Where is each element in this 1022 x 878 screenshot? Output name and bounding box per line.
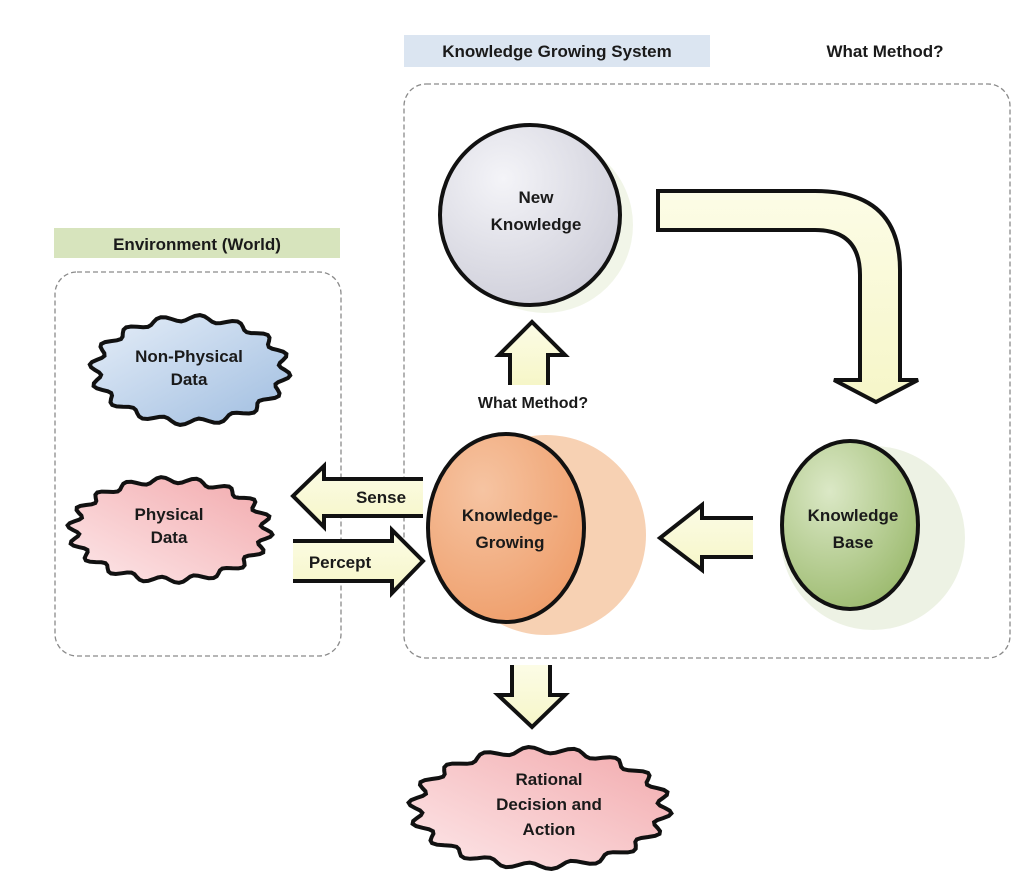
sense-arrow: Sense [290,461,423,532]
growing-to-decision-arrow [492,665,570,730]
decision-label-2: Decision and [496,795,602,814]
non-physical-data-cloud: Non-Physical Data [87,313,293,427]
new-knowledge-node: New Knowledge [438,123,633,313]
environment-title-box: Environment (World) [54,228,340,258]
knowledge-growing-label-1: Knowledge- [462,506,558,525]
new-knowledge-label-1: New [519,188,555,207]
physical-data-label-2: Data [151,528,188,547]
knowledge-growing-node: Knowledge- Growing [426,432,646,635]
environment-title: Environment (World) [113,235,281,254]
knowledge-base-label-1: Knowledge [808,506,899,525]
knowledge-base-label-2: Base [833,533,874,552]
system-title-box: Knowledge Growing System [404,35,710,67]
sense-label: Sense [356,488,406,507]
knowledge-base-node: Knowledge Base [780,439,965,630]
decision-label-1: Rational [515,770,582,789]
decision-label-3: Action [523,820,576,839]
rational-decision-cloud: Rational Decision and Action [406,744,674,872]
growing-to-new-arrow [494,319,570,385]
physical-data-cloud: Physical Data [65,475,275,585]
knowledge-growing-system-container [403,83,1011,659]
new-knowledge-label-2: Knowledge [491,215,582,234]
non-physical-data-label-2: Data [171,370,208,389]
system-title: Knowledge Growing System [442,42,672,61]
non-physical-data-label-1: Non-Physical [135,347,243,366]
knowledge-growing-label-2: Growing [476,533,545,552]
new-to-base-arrow [656,189,919,405]
environment-container [54,271,342,657]
percept-label: Percept [309,553,372,572]
method-question-label: What Method? [478,395,588,412]
base-to-growing-arrow [656,500,753,575]
top-method-question: What Method? [826,42,943,61]
physical-data-label-1: Physical [135,505,204,524]
percept-arrow: Percept [293,525,426,598]
